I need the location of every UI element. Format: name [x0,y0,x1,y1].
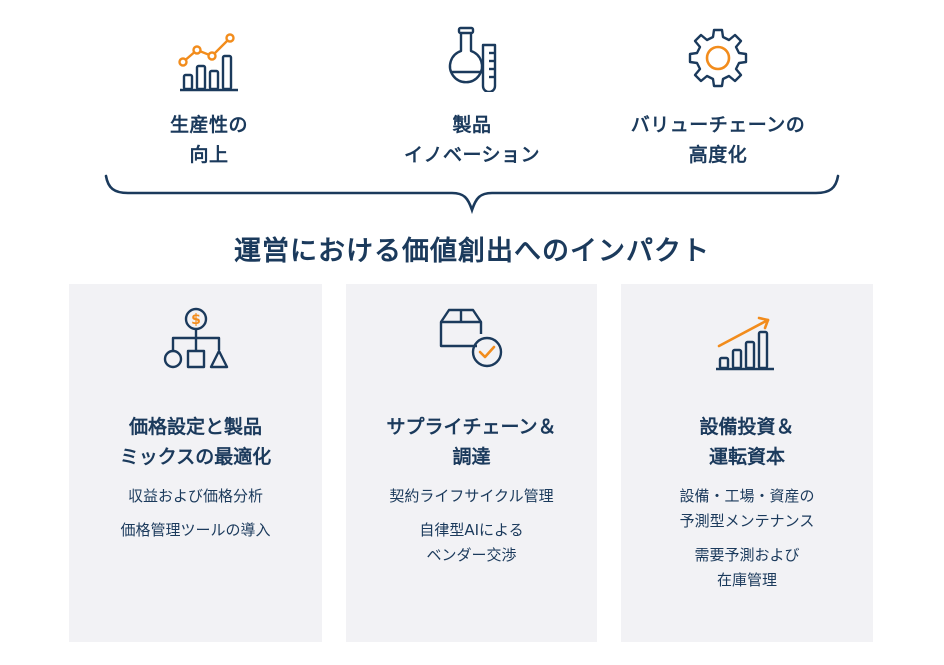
package-check-icon [439,308,502,368]
gear-icon [688,28,748,88]
headline: 運営における価値創出へのインパクト [234,236,710,267]
card-supply-chain: サプライチェーン＆ 調達 契約ライフサイクル管理 自律型AIによる ベンダー交渉 [346,284,597,642]
pillar-productivity: 生産性の 向上 [99,26,319,176]
pricing-hierarchy-icon: $ [163,307,228,369]
card-item: 価格管理ツールの導入 [120,521,271,539]
bar-chart-arrow-up-icon [716,316,774,371]
pillar-label: 生産性の 向上 [169,114,248,166]
svg-text:$: $ [191,312,201,328]
card-item: 収益および価格分析 [127,487,263,505]
pillar-value-chain: バリューチェーンの 高度化 [608,26,828,176]
card-item: 需要予測および 在庫管理 [694,546,800,589]
flask-test-tube-icon [448,26,497,92]
card-title: サプライチェーン＆ 調達 [386,416,557,468]
card-items: 設備・工場・資産の 予測型メンテナンス 需要予測および 在庫管理 [621,484,873,602]
card-item: 自律型AIによる ベンダー交渉 [419,521,524,564]
card-pricing-mix: $ 価格設定と製品 ミックスの最適化 収益および価格分析 価格管理ツールの導入 [69,284,322,642]
curly-brace-divider [104,174,840,215]
card-items: 収益および価格分析 価格管理ツールの導入 [69,484,322,552]
card-items: 契約ライフサイクル管理 自律型AIによる ベンダー交渉 [346,484,597,577]
card-title: 価格設定と製品 ミックスの最適化 [119,416,272,468]
growth-chart-icon [178,33,238,92]
card-title: 設備投資＆ 運転資本 [699,416,795,468]
card-item: 設備・工場・資産の 予測型メンテナンス [679,487,815,530]
pillar-label: 製品 イノベーション [403,114,541,166]
card-item: 契約ライフサイクル管理 [389,487,554,505]
pillar-label: バリューチェーンの 高度化 [630,114,806,166]
card-capex-working-capital: 設備投資＆ 運転資本 設備・工場・資産の 予測型メンテナンス 需要予測および 在… [621,284,873,642]
pillar-product-innovation: 製品 イノベーション [362,26,582,176]
